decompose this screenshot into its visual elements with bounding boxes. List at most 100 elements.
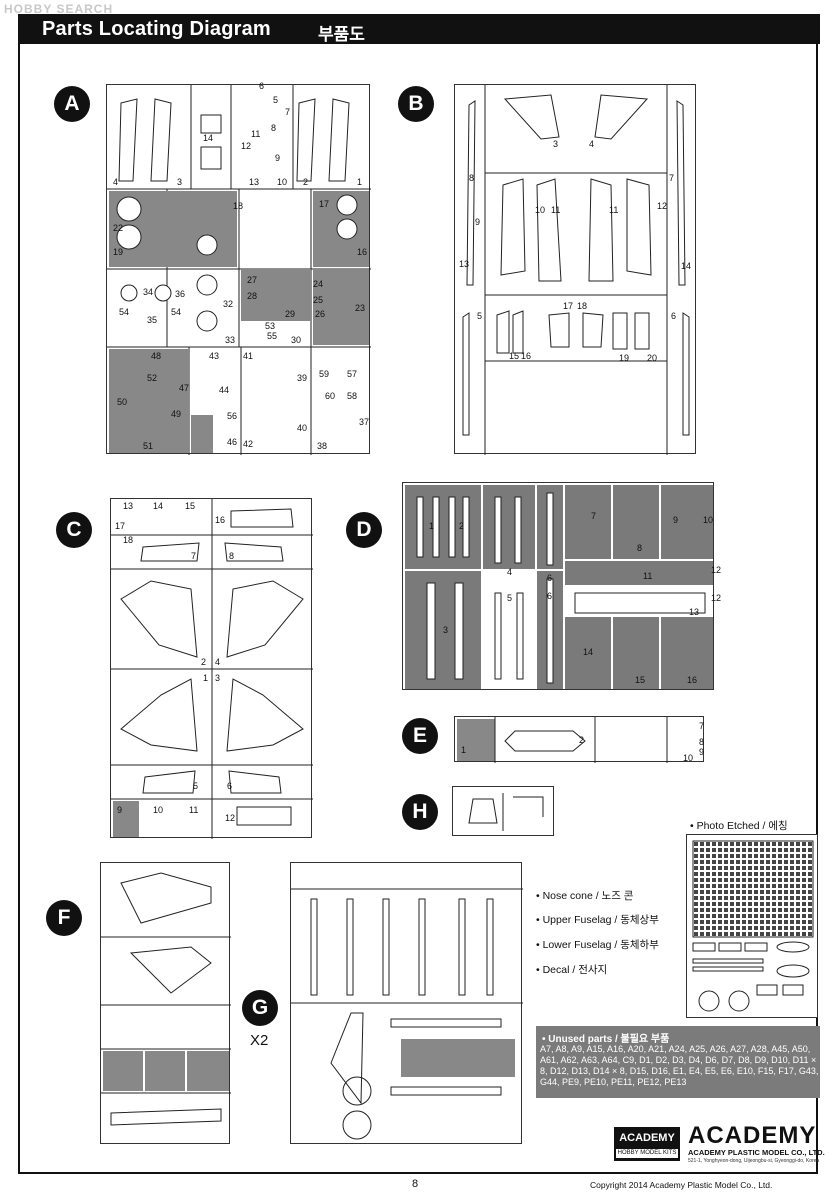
sprue-g-drawing <box>291 888 523 1140</box>
section-badge-g: G <box>242 990 278 1026</box>
svg-text:7: 7 <box>699 721 704 731</box>
svg-text:46: 46 <box>227 437 237 447</box>
svg-text:15: 15 <box>509 351 519 361</box>
svg-text:32: 32 <box>223 299 233 309</box>
svg-text:30: 30 <box>291 335 301 345</box>
sprue-h <box>452 786 554 836</box>
section-badge-a: A <box>54 86 90 122</box>
svg-text:2: 2 <box>579 735 584 745</box>
company-address: 521-1, Yonghyeon-dong, Uijeongbu-si, Gye… <box>688 1158 820 1164</box>
svg-text:56: 56 <box>227 411 237 421</box>
svg-text:12: 12 <box>241 141 251 151</box>
svg-text:9: 9 <box>699 747 704 757</box>
svg-text:7: 7 <box>669 173 674 183</box>
svg-text:38: 38 <box>317 441 327 451</box>
academy-logo-small-subtext: HOBBY MODEL KITS <box>616 1149 678 1158</box>
svg-text:10: 10 <box>277 177 287 187</box>
svg-text:22: 22 <box>113 223 123 233</box>
svg-text:20: 20 <box>647 353 657 363</box>
svg-text:24: 24 <box>313 279 323 289</box>
unused-parts-title: • Unused parts / 불필요 부품 <box>542 1034 670 1045</box>
svg-text:52: 52 <box>147 373 157 383</box>
svg-text:11: 11 <box>189 805 198 815</box>
note-decal: • Decal / 전사지 <box>536 964 608 976</box>
svg-text:2: 2 <box>459 521 464 531</box>
svg-text:51: 51 <box>143 441 153 451</box>
svg-text:13: 13 <box>459 259 469 269</box>
academy-logo-small-text: ACADEMY <box>619 1132 675 1144</box>
sprue-g <box>290 862 523 1144</box>
svg-text:4: 4 <box>507 567 512 577</box>
svg-text:15: 15 <box>635 675 645 685</box>
svg-text:17: 17 <box>319 199 329 209</box>
copyright: Copyright 2014 Academy Plastic Model Co.… <box>590 1180 773 1190</box>
svg-text:10: 10 <box>535 205 545 215</box>
svg-text:11: 11 <box>609 205 618 215</box>
svg-text:12: 12 <box>657 201 667 211</box>
svg-text:9: 9 <box>673 515 678 525</box>
svg-text:54: 54 <box>119 307 129 317</box>
svg-text:50: 50 <box>117 397 127 407</box>
svg-text:11: 11 <box>643 571 652 581</box>
svg-text:14: 14 <box>153 501 163 511</box>
svg-text:43: 43 <box>209 351 219 361</box>
svg-text:39: 39 <box>297 373 307 383</box>
svg-text:5: 5 <box>193 781 198 791</box>
svg-text:2: 2 <box>201 657 206 667</box>
svg-text:5: 5 <box>273 95 278 105</box>
svg-text:19: 19 <box>113 247 123 257</box>
svg-text:6: 6 <box>547 591 552 601</box>
svg-text:3: 3 <box>443 625 448 635</box>
svg-text:16: 16 <box>521 351 531 361</box>
svg-text:12: 12 <box>225 813 235 823</box>
svg-text:54: 54 <box>171 307 181 317</box>
svg-text:14: 14 <box>681 261 691 271</box>
svg-text:34: 34 <box>143 287 153 297</box>
svg-text:8: 8 <box>637 543 642 553</box>
sprue-h-drawing <box>468 793 544 831</box>
svg-text:59: 59 <box>319 369 329 379</box>
svg-text:41: 41 <box>243 351 253 361</box>
svg-text:58: 58 <box>347 391 357 401</box>
svg-text:19: 19 <box>619 353 629 363</box>
note-nose-cone: • Nose cone / 노즈 콘 <box>536 890 634 902</box>
svg-text:18: 18 <box>577 301 587 311</box>
svg-text:36: 36 <box>175 289 185 299</box>
svg-text:17: 17 <box>115 521 125 531</box>
section-badge-e: E <box>402 718 438 754</box>
svg-text:6: 6 <box>547 573 552 583</box>
unused-parts-list: A7, A8, A9, A15, A16, A20, A21, A24, A25… <box>540 1044 819 1087</box>
svg-text:8: 8 <box>229 551 234 561</box>
svg-text:29: 29 <box>285 309 295 319</box>
section-badge-h: H <box>402 794 438 830</box>
page-title-korean: 부품도 <box>318 25 365 44</box>
svg-text:40: 40 <box>297 423 307 433</box>
company-name: ACADEMY PLASTIC MODEL CO., LTD. <box>688 1148 825 1157</box>
svg-text:11: 11 <box>551 205 560 215</box>
svg-text:14: 14 <box>583 647 593 657</box>
svg-text:9: 9 <box>475 217 480 227</box>
photo-etched-label: • Photo Etched / 에칭 <box>690 820 788 832</box>
svg-text:5: 5 <box>477 311 482 321</box>
svg-text:47: 47 <box>179 383 189 393</box>
svg-text:37: 37 <box>359 417 369 427</box>
svg-text:1: 1 <box>357 177 362 187</box>
svg-text:3: 3 <box>177 177 182 187</box>
svg-text:10: 10 <box>153 805 163 815</box>
header-bar <box>18 14 820 44</box>
svg-text:35: 35 <box>147 315 157 325</box>
svg-text:53: 53 <box>265 321 275 331</box>
svg-text:23: 23 <box>355 303 365 313</box>
svg-text:6: 6 <box>227 781 232 791</box>
photo-etched-fret <box>686 834 818 1018</box>
svg-text:8: 8 <box>469 173 474 183</box>
svg-text:14: 14 <box>203 133 213 143</box>
unused-parts-box <box>536 1026 820 1098</box>
svg-text:25: 25 <box>313 295 323 305</box>
